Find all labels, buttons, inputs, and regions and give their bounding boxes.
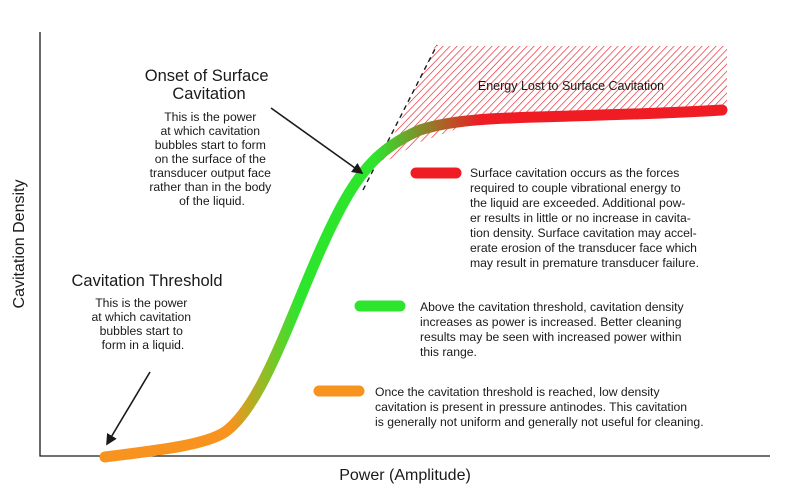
legend-text-green: Above the cavitation threshold, cavitati… — [420, 300, 687, 359]
onset-desc-line: rather than in the body — [149, 180, 272, 194]
hatch-line — [467, 46, 604, 165]
hatch-line — [380, 46, 513, 165]
region-label: Energy Lost to Surface Cavitation — [478, 79, 664, 93]
hatch-line — [734, 40, 800, 180]
legend-orange-line: is generally not uniform and generally n… — [375, 415, 704, 429]
y-axis-label: Cavitation Density — [11, 180, 28, 309]
onset-desc-line: This is the power — [164, 110, 256, 124]
hatch-line — [380, 46, 464, 165]
hatch-line — [380, 46, 485, 165]
legend-green-line: Above the cavitation threshold, cavitati… — [420, 300, 684, 314]
legend-red-line: tion density. Surface cavitation may acc… — [470, 226, 697, 240]
onset-desc-line: transducer output face — [150, 166, 271, 180]
legend-red-line: Surface cavitation occurs as the forces — [470, 166, 679, 180]
hatch-line — [380, 46, 492, 165]
onset-desc-line: of the liquid. — [179, 194, 245, 208]
hatch-line — [404, 46, 541, 165]
hatch-line — [390, 46, 527, 165]
legend-red-line: required to couple vibrational energy to — [470, 181, 681, 195]
legend-red-line: erate erosion of the transducer face whi… — [470, 241, 697, 255]
hatch-line — [411, 46, 548, 165]
threshold-desc-line: at which cavitation — [92, 310, 192, 324]
legend-text-orange: Once the cavitation threshold is reached… — [375, 385, 704, 429]
onset-title: Onset of Surface Cavitation — [145, 67, 273, 103]
hatch-line — [439, 46, 576, 165]
onset-title-line: Cavitation — [172, 85, 245, 103]
hatch-line — [380, 46, 478, 165]
axes-frame — [39, 32, 770, 457]
threshold-title: Cavitation Threshold — [71, 272, 222, 290]
legend-green-line: increases as power is increased. Better … — [420, 315, 682, 329]
hatch-line — [397, 46, 534, 165]
onset-description: This is the power at which cavitation bu… — [149, 110, 274, 208]
hatch-line — [453, 46, 590, 165]
threshold-description: This is the power at which cavitation bu… — [92, 296, 195, 352]
threshold-desc-line: form in a liquid. — [102, 338, 185, 352]
hatch-line — [719, 46, 727, 165]
hatch-line — [460, 46, 597, 165]
legend-orange-line: Once the cavitation threshold is reached… — [375, 385, 660, 399]
legend-green-line: this range. — [420, 345, 477, 359]
hatch-line — [380, 46, 471, 165]
hatch-line — [380, 46, 436, 165]
hatch-line — [446, 46, 583, 165]
hatch-line — [748, 40, 800, 180]
threshold-desc-line: This is the power — [95, 296, 187, 310]
hatch-line — [418, 46, 555, 165]
onset-desc-line: bubbles start to form — [155, 138, 266, 152]
cavitation-curve — [99, 104, 728, 463]
hatch-line — [432, 46, 569, 165]
legend-red-line: may result in premature transducer failu… — [470, 256, 699, 270]
hatch-line — [726, 46, 727, 165]
onset-desc-line: at which cavitation — [161, 124, 261, 138]
hatch-line — [755, 40, 800, 180]
legend-red-line: the liquid are exceeded. Additional pow- — [470, 196, 685, 210]
onset-title-line: Onset of Surface — [145, 67, 269, 85]
threshold-arrow — [106, 371, 151, 446]
legend-red-line: er results in little or no increase in c… — [470, 211, 691, 225]
legend-orange-line: cavitation is present in pressure antino… — [375, 400, 687, 414]
hatch-line — [741, 40, 800, 180]
onset-arrow — [270, 107, 364, 174]
legend-green-line: results may be seen with increased power… — [420, 330, 681, 344]
hatch-line — [380, 46, 506, 165]
onset-desc-line: on the surface of the — [155, 152, 266, 166]
legend-text-red: Surface cavitation occurs as the forces … — [470, 166, 700, 270]
threshold-desc-line: bubbles start to — [100, 324, 184, 338]
hatch-line — [425, 46, 562, 165]
x-axis-label: Power (Amplitude) — [339, 467, 471, 484]
